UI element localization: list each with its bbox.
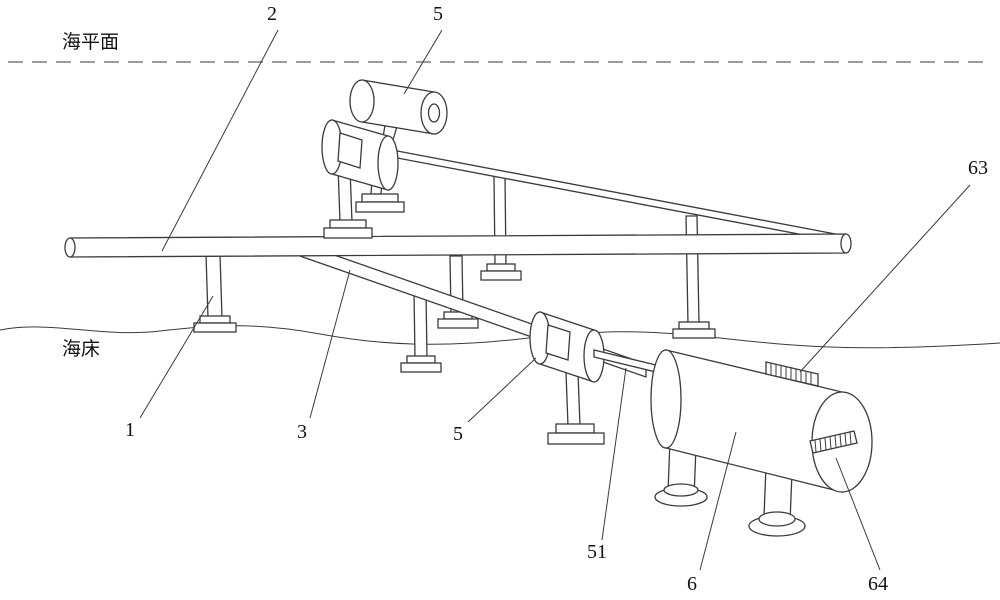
- part-label-shaft: 51: [587, 541, 607, 563]
- tank-assembly: [650, 349, 873, 537]
- drive-shaft-bar: [391, 149, 847, 244]
- part-label-rack-top: 63: [968, 157, 988, 179]
- rack-top: [765, 361, 819, 387]
- leader-lines: [139, 29, 971, 571]
- rack-end: [809, 430, 858, 454]
- label-sea-level: 海平面: [62, 32, 120, 53]
- part-label-tank: 6: [687, 573, 697, 595]
- part-label-branch-pipe: 3: [297, 421, 307, 443]
- pipe-support-posts: [193, 175, 716, 373]
- motor-assembly-bottom: [529, 311, 661, 445]
- part-label-main-pipe: 2: [267, 3, 277, 25]
- part-label-motor-bottom: 5: [453, 423, 463, 445]
- part-label-motor-top: 5: [433, 3, 443, 25]
- seabed-line: [0, 325, 1000, 349]
- label-seabed: 海床: [62, 339, 101, 360]
- part-label-pipe-support: 1: [125, 419, 135, 441]
- main-pipe: [64, 233, 852, 258]
- motor-assembly-top: [321, 79, 448, 239]
- part-label-rack-end: 64: [868, 573, 888, 595]
